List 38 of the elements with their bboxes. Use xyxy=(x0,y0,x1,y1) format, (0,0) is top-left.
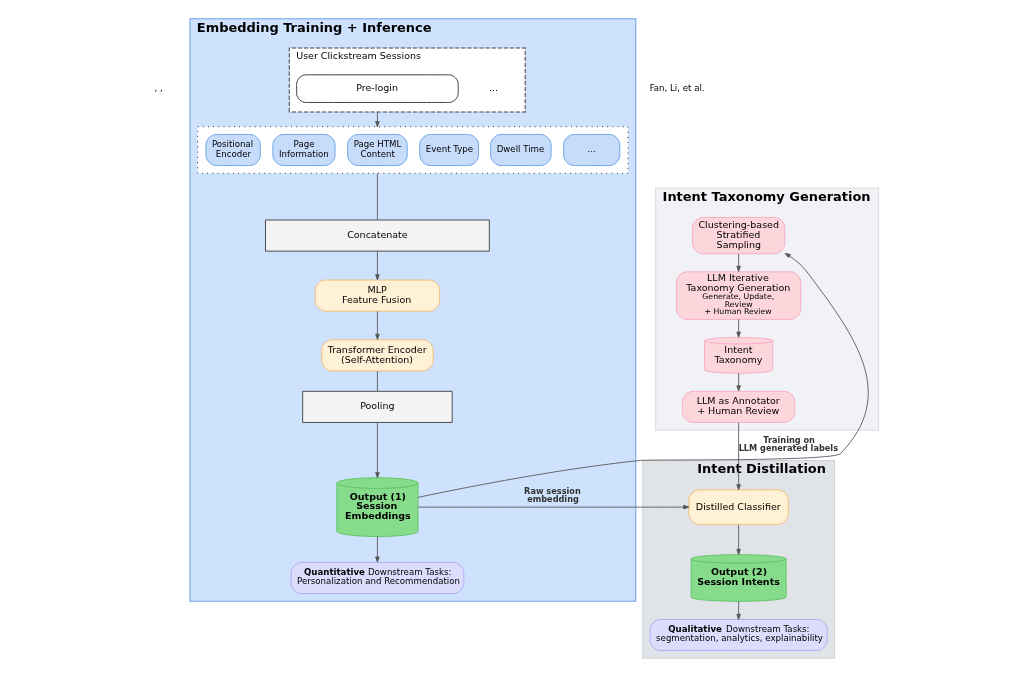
arrow xyxy=(417,504,690,510)
node-box: Distilled Classifier xyxy=(688,489,789,525)
connector xyxy=(377,370,378,392)
arrow xyxy=(417,252,869,498)
node-box: Qualitative Downstream Tasks: segmentation, analytics, explainability xyxy=(649,619,828,651)
node-box: Positional Encoder xyxy=(205,134,261,166)
node-box: Pre-login xyxy=(296,74,459,103)
arrow xyxy=(375,111,380,128)
label: Fan, Li, et al. xyxy=(649,82,705,93)
label: ... xyxy=(488,82,498,94)
node-box: Clustering-based Stratified Sampling xyxy=(691,217,786,255)
arrow xyxy=(736,600,741,620)
label: , , xyxy=(154,82,163,93)
node-box: Transformer Encoder (Self-Attention) xyxy=(321,339,434,372)
node-box: Dwell Time xyxy=(490,134,552,166)
node-box: Page Information xyxy=(272,134,336,166)
arrow xyxy=(375,250,380,281)
node-box: LLM as Annotator + Human Review xyxy=(682,390,796,423)
edge-label: Raw session embedding xyxy=(524,485,581,505)
arrow xyxy=(375,536,380,563)
arrow xyxy=(375,311,380,340)
node-box: ... xyxy=(563,134,621,166)
cluster xyxy=(197,126,629,174)
edge-label: Training on LLM generated labels xyxy=(738,434,839,454)
arrow xyxy=(736,422,741,491)
node-box: MLP Feature Fusion xyxy=(314,279,441,312)
node-box: Quantitative Downstream Tasks: Personalization and Recommendation xyxy=(290,562,465,594)
arrow xyxy=(736,319,741,338)
arrow xyxy=(375,422,380,479)
connector xyxy=(377,172,378,221)
arrow xyxy=(736,253,741,272)
node-box: LLM Iterative Taxonomy Generation Generate, Update, Review + Human Review xyxy=(676,271,802,320)
arrow xyxy=(736,524,741,555)
node-box: Event Type xyxy=(419,134,479,166)
node-box: Pooling xyxy=(302,390,453,423)
node-box: Concatenate xyxy=(265,219,490,252)
node-box: Page HTML Content xyxy=(347,134,408,166)
arrow xyxy=(736,372,741,392)
